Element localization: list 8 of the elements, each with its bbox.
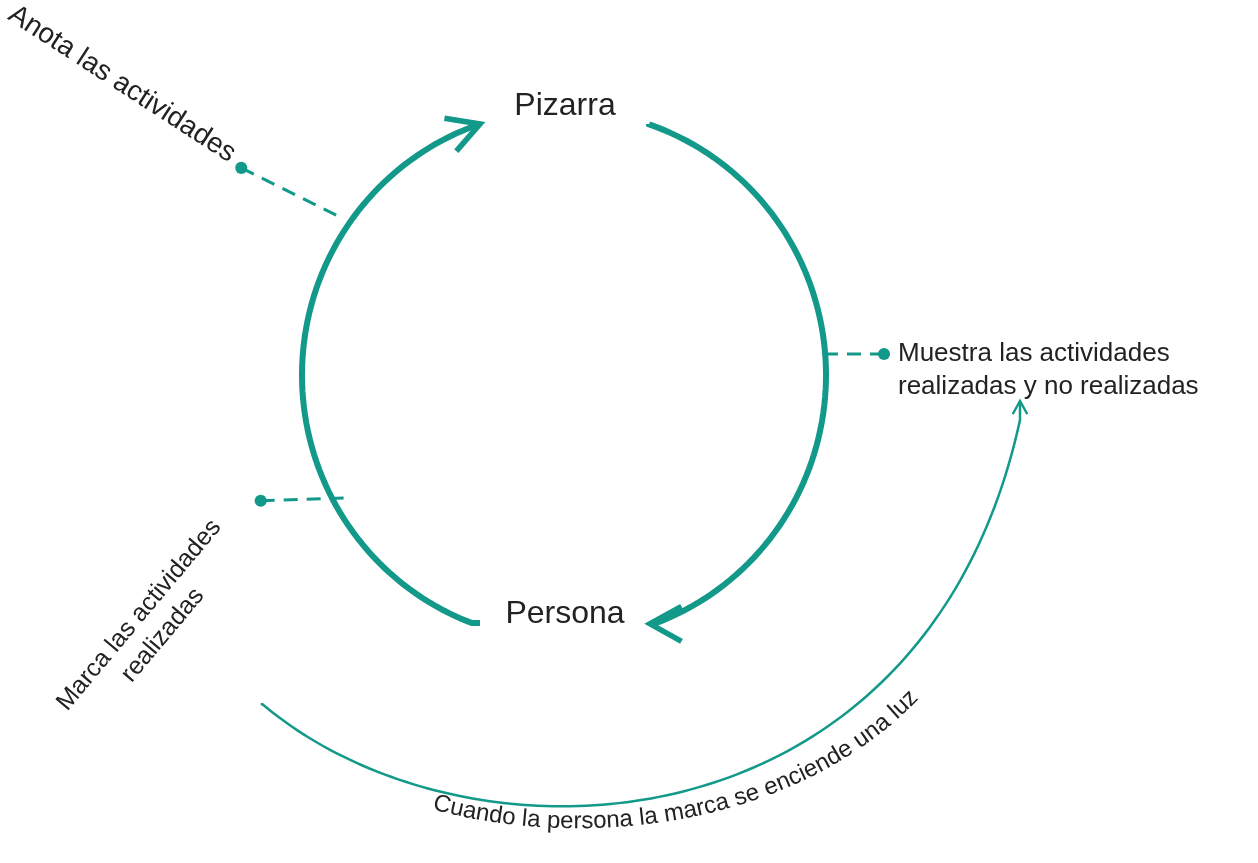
- node-label: Muestra las actividades realizadas y no realizadas: [884, 336, 1253, 401]
- leader-line: [827, 347, 891, 361]
- arrow: [260, 399, 1029, 808]
- node-label: Pizarra: [480, 84, 650, 124]
- arrow: [646, 121, 829, 645]
- leader-line: [254, 494, 345, 507]
- node-label: Persona: [480, 592, 650, 632]
- arrow: [299, 115, 483, 627]
